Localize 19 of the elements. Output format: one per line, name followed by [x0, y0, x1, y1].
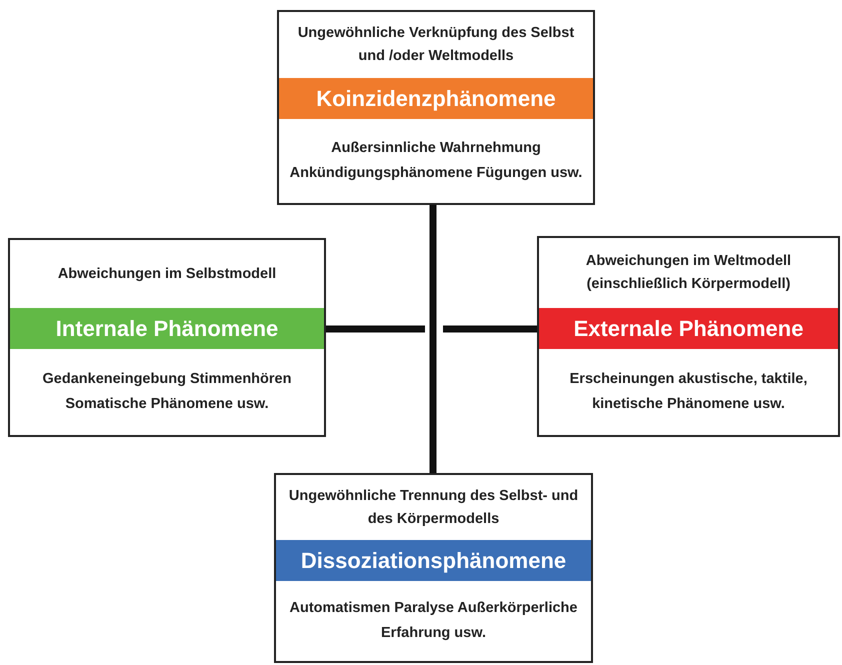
connector-line [326, 326, 425, 332]
title-band: Koinzidenzphänomene [279, 78, 593, 119]
title-band: Externale Phänomene [539, 308, 838, 349]
category-box [277, 10, 595, 205]
description-text: Abweichungen im Selbstmodell [56, 264, 278, 284]
connector-line [443, 326, 537, 332]
examples-text: Automatismen Paralyse Außerkörperliche Erfahrung usw. [288, 599, 578, 643]
title-band: Internale Phänomene [10, 308, 324, 349]
category-box [274, 473, 593, 663]
category-box [8, 238, 326, 437]
category-box [537, 236, 840, 437]
title-band: Dissoziationsphänomene [276, 540, 591, 581]
description-text: Ungewöhnliche Trennung des Selbst- und des Körpermodells [288, 486, 580, 528]
description-text: Ungewöhnliche Verknüpfung des Selbst und /oder Weltmodells [296, 24, 576, 66]
connector-line [430, 205, 436, 473]
description-text: Abweichungen im Weltmodell (einschließlich Körpermodell) [584, 252, 792, 294]
examples-text: Außersinnliche Wahrnehmung Ankündigungsphänomene Fügungen usw. [288, 139, 584, 183]
examples-text: Erscheinungen akustische, taktile, kinetische Phänomene usw. [568, 370, 808, 414]
examples-text: Gedankeneingebung Stimmenhören Somatische Phänomene usw. [42, 370, 292, 414]
